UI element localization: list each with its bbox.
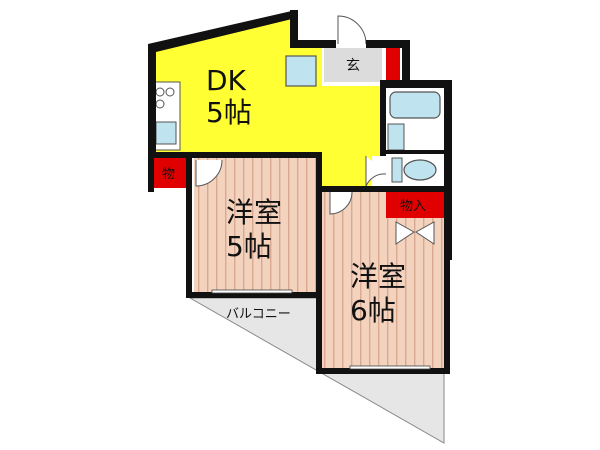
toilet-icon bbox=[403, 159, 437, 181]
door-swing-icon bbox=[365, 156, 387, 187]
door-swing-icon bbox=[329, 191, 353, 215]
western-left-size: 5帖 bbox=[226, 230, 272, 263]
sink-icon bbox=[155, 121, 177, 145]
stove-burner-icon bbox=[165, 87, 175, 97]
western-room-left-floor bbox=[194, 156, 318, 296]
storage-closet-box bbox=[386, 192, 444, 218]
window-mark bbox=[211, 289, 293, 294]
western-room-right-floor bbox=[322, 190, 446, 370]
entrance-door-icon bbox=[337, 15, 367, 45]
western-right-name: 洋室 bbox=[350, 260, 406, 293]
toilet-tank bbox=[391, 157, 403, 183]
western-right-size: 6帖 bbox=[350, 294, 396, 327]
window-mark bbox=[349, 365, 431, 370]
door-swing-icon bbox=[195, 159, 223, 187]
balcony-label: バルコニー bbox=[226, 307, 291, 322]
storage-left-label: 物 bbox=[162, 167, 175, 182]
western-left-name: 洋室 bbox=[226, 196, 282, 229]
dk-room-name: DK bbox=[206, 64, 247, 97]
closet-door-icon bbox=[395, 221, 435, 245]
storage-closet-label: 物入 bbox=[400, 199, 426, 214]
dk-room-size: 5帖 bbox=[206, 96, 252, 129]
walls bbox=[148, 10, 452, 374]
entrance-label: 玄 bbox=[346, 57, 360, 74]
fridge-icon bbox=[285, 55, 317, 87]
storage-left-box bbox=[152, 158, 190, 188]
entrance-storage-red bbox=[386, 48, 400, 82]
bathtub bbox=[389, 91, 441, 119]
dk-floor bbox=[152, 14, 382, 188]
washbasin bbox=[387, 123, 405, 151]
entrance-area bbox=[324, 48, 382, 82]
